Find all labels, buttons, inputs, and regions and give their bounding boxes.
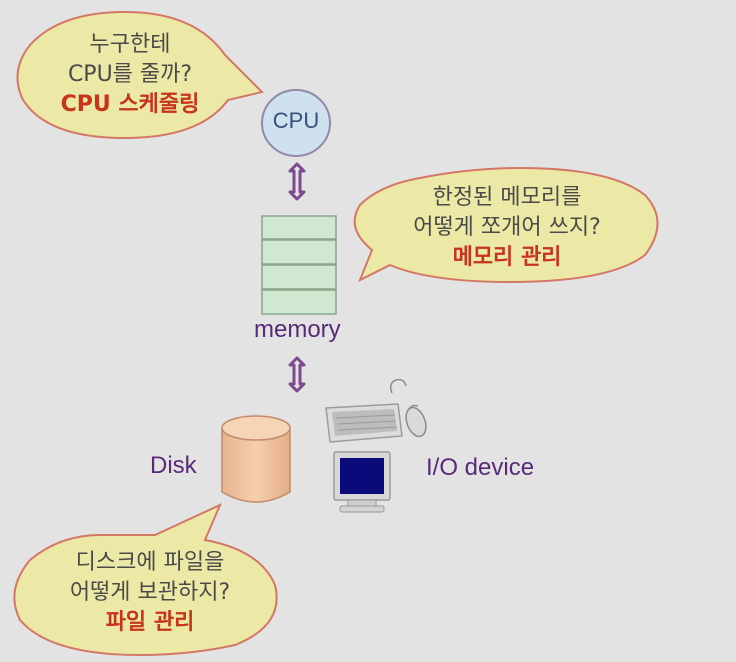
cpu-node [261,89,331,157]
disk-cylinder [221,415,291,503]
memory-bubble-line1: 한정된 메모리를 [432,185,582,210]
cpu-scheduling-bubble [16,10,264,140]
cpu-bubble-line2: CPU를 줄까? [67,62,193,87]
memory-label: memory [254,316,341,343]
file-management-bubble [13,503,278,657]
io-device-label: I/O device [426,454,535,481]
memory-management-bubble [353,166,659,284]
file-bubble-line1: 디스크에 파일을 [75,550,225,575]
cpu-bubble-highlight: CPU 스케줄링 [60,92,200,117]
memory-management-text: 한정된 메모리를 어떻게 쪼개어 쓰지? 메모리 관리 [372,183,642,273]
cpu-bubble-line1: 누구한테 [89,32,171,57]
keyboard-icon [325,403,403,443]
memory-bubble-highlight: 메모리 관리 [452,245,562,270]
cpu-label: CPU [272,108,320,133]
file-bubble-highlight: 파일 관리 [105,610,195,635]
memory-bubble-line2: 어떻게 쪼개어 쓰지? [413,215,601,240]
memory-stack [261,215,337,315]
monitor-icon [333,451,391,513]
disk-label: Disk [150,452,197,479]
memory-devices-arrow [288,356,306,393]
file-bubble-line2: 어떻게 보관하지? [69,580,231,605]
cpu-scheduling-text: 누구한테 CPU를 줄까? CPU 스케줄링 [40,30,220,120]
cpu-memory-arrow [288,162,306,201]
mouse-icon [389,378,427,438]
file-management-text: 디스크에 파일을 어떻게 보관하지? 파일 관리 [30,548,270,638]
